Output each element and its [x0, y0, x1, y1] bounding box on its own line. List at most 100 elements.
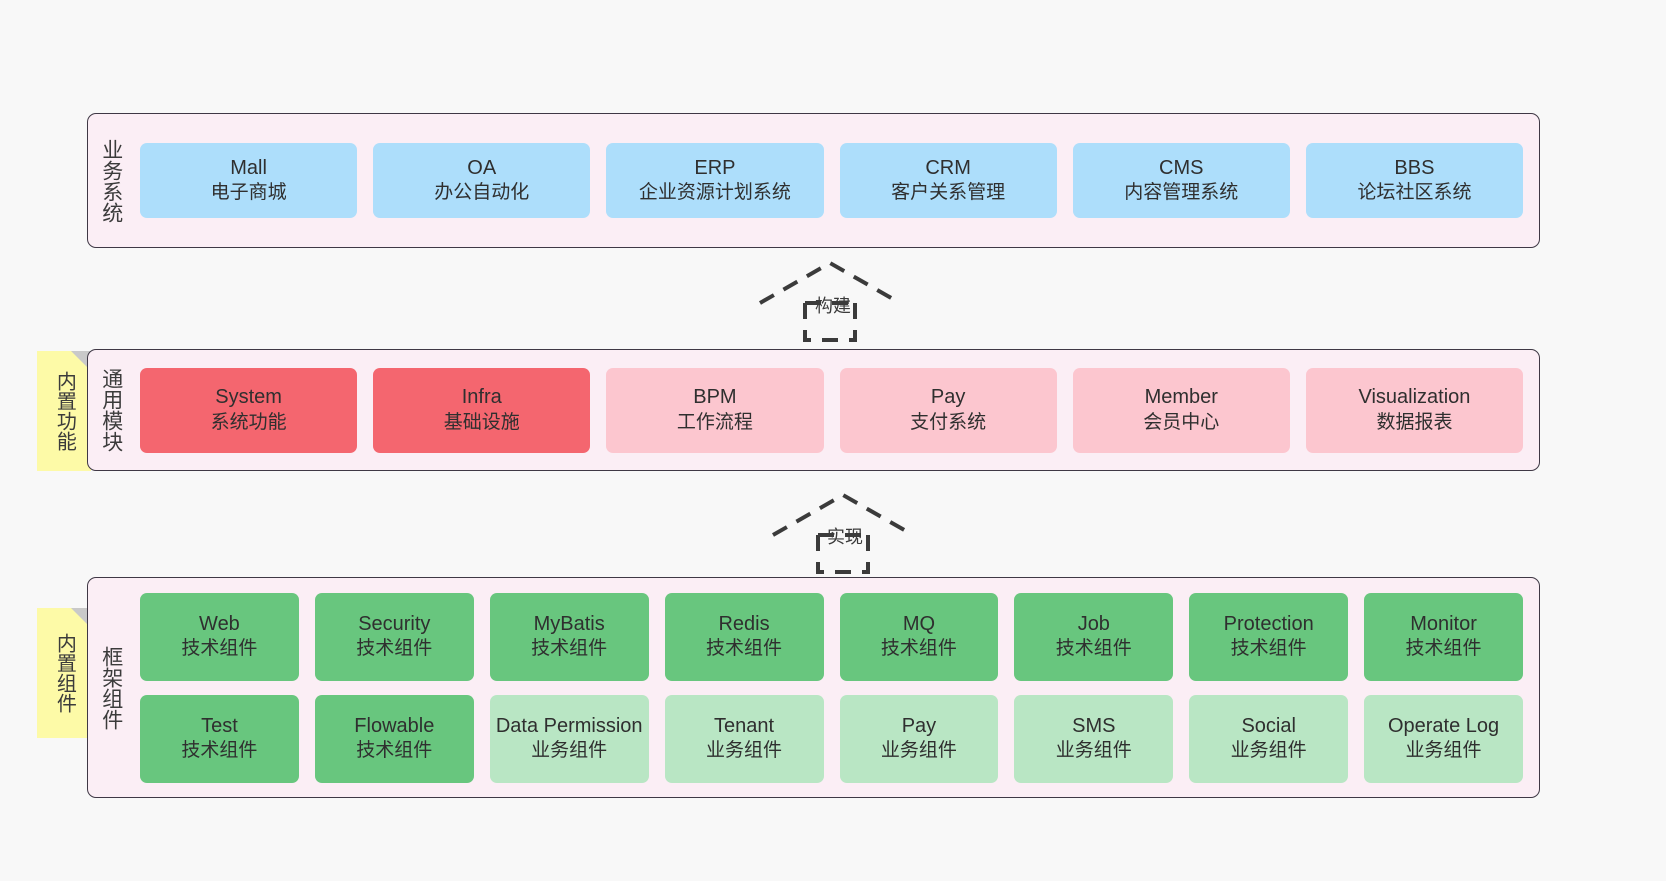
component-name: Redis: [718, 612, 770, 635]
component-subtitle: 业务组件: [1055, 740, 1132, 762]
component-card-redis[interactable]: Redis 技术组件: [664, 592, 824, 681]
component-name: MQ: [902, 612, 936, 635]
sticky-note-label: 内置组件: [53, 633, 76, 713]
component-subtitle: 业务组件: [531, 740, 608, 762]
component-card-security[interactable]: Security 技术组件: [314, 592, 474, 681]
component-card-sms[interactable]: SMS 业务组件: [1014, 694, 1174, 783]
module-name: Infra: [461, 386, 502, 409]
module-card-system[interactable]: System 系统功能: [140, 367, 358, 453]
component-name: Pay: [901, 714, 937, 737]
component-subtitle: 技术组件: [356, 740, 433, 762]
component-subtitle: 技术组件: [1055, 638, 1132, 660]
module-card-visualization[interactable]: Visualization 数据报表: [1305, 367, 1524, 453]
module-name: BPM: [693, 386, 737, 409]
layer-framework-components: 框架组件 Web 技术组件 Security 技术组件 MyBatis 技术组件…: [87, 577, 1540, 798]
component-name: Monitor: [1410, 612, 1477, 635]
component-card-protection[interactable]: Protection 技术组件: [1189, 592, 1349, 681]
component-name: Security: [358, 612, 431, 635]
module-name: Member: [1144, 386, 1218, 409]
component-card-monitor[interactable]: Monitor 技术组件: [1364, 592, 1523, 681]
module-card-infra[interactable]: Infra 基础设施: [373, 367, 591, 453]
component-card-operate-log[interactable]: Operate Log 业务组件: [1364, 694, 1523, 783]
generalization-arrow-build: [755, 258, 905, 344]
component-subtitle: 技术组件: [181, 740, 258, 762]
component-subtitle: 技术组件: [181, 638, 258, 660]
component-subtitle: 技术组件: [706, 638, 783, 660]
component-card-test[interactable]: Test 技术组件: [140, 694, 299, 783]
component-card-web[interactable]: Web 技术组件: [140, 592, 299, 681]
page-fold-icon: [71, 351, 91, 371]
component-subtitle: 业务组件: [1405, 740, 1482, 762]
connector-label-implement: 实现: [827, 527, 863, 547]
sticky-note-label: 内置功能: [53, 371, 76, 451]
component-subtitle: 业务组件: [1230, 740, 1307, 762]
module-subtitle: 企业资源计划系统: [638, 182, 791, 204]
component-name: Web: [199, 612, 240, 635]
component-card-social[interactable]: Social 业务组件: [1189, 694, 1349, 783]
module-subtitle: 基础设施: [443, 411, 520, 433]
component-name: Job: [1077, 612, 1110, 635]
module-subtitle: 内容管理系统: [1124, 182, 1239, 204]
component-subtitle: 业务组件: [706, 740, 783, 762]
module-name: BBS: [1394, 156, 1435, 179]
component-subtitle: 技术组件: [880, 638, 957, 660]
component-name: Data Permission: [495, 714, 643, 737]
component-name: Flowable: [354, 714, 435, 737]
module-card-member[interactable]: Member 会员中心: [1072, 367, 1290, 453]
module-name: Mall: [230, 156, 267, 179]
component-subtitle: 技术组件: [1405, 638, 1482, 660]
module-card-bbs[interactable]: BBS 论坛社区系统: [1305, 143, 1524, 218]
layer-title-business: 业务系统: [99, 138, 123, 223]
component-name: Operate Log: [1387, 714, 1500, 737]
component-subtitle: 业务组件: [880, 740, 957, 762]
module-card-pay[interactable]: Pay 支付系统: [839, 367, 1057, 453]
module-name: CRM: [925, 156, 971, 179]
module-name: ERP: [694, 156, 736, 179]
module-name: Pay: [930, 386, 966, 409]
layer-business-systems: 业务系统 Mall 电子商城 OA 办公自动化 ERP 企业资源计划系统 CRM…: [87, 113, 1540, 248]
module-subtitle: 数据报表: [1376, 411, 1453, 433]
module-subtitle: 客户关系管理: [891, 182, 1006, 204]
layer-title-common: 通用模块: [99, 368, 123, 452]
component-name: Social: [1241, 714, 1296, 737]
module-name: CMS: [1159, 156, 1204, 179]
module-name: OA: [467, 156, 497, 179]
module-name: System: [215, 386, 282, 409]
component-card-pay[interactable]: Pay 业务组件: [839, 694, 999, 783]
component-card-mq[interactable]: MQ 技术组件: [839, 592, 999, 681]
card-row: Test 技术组件 Flowable 技术组件 Data Permission …: [140, 694, 1523, 783]
card-row: Mall 电子商城 OA 办公自动化 ERP 企业资源计划系统 CRM 客户关系…: [140, 143, 1524, 218]
module-card-erp[interactable]: ERP 企业资源计划系统: [606, 143, 824, 218]
component-card-job[interactable]: Job 技术组件: [1014, 592, 1174, 681]
module-subtitle: 会员中心: [1143, 411, 1220, 433]
layer-body-business: Mall 电子商城 OA 办公自动化 ERP 企业资源计划系统 CRM 客户关系…: [134, 114, 1539, 247]
module-card-bpm[interactable]: BPM 工作流程: [606, 367, 824, 453]
connector-label-build: 构建: [815, 296, 851, 316]
sticky-note-builtin-component: 内置组件: [37, 608, 91, 738]
module-subtitle: 系统功能: [210, 411, 287, 433]
component-subtitle: 技术组件: [1230, 638, 1307, 660]
layer-common-modules: 通用模块 System 系统功能 Infra 基础设施 BPM 工作流程 Pay…: [87, 349, 1540, 471]
module-subtitle: 电子商城: [210, 182, 287, 204]
component-name: Protection: [1223, 612, 1314, 635]
component-card-mybatis[interactable]: MyBatis 技术组件: [489, 592, 649, 681]
layer-title-framework: 框架组件: [99, 645, 123, 730]
component-card-data-permission[interactable]: Data Permission 业务组件: [489, 694, 649, 783]
layer-body-framework: Web 技术组件 Security 技术组件 MyBatis 技术组件 Redi…: [134, 578, 1539, 797]
module-name: Visualization: [1358, 386, 1471, 409]
module-card-oa[interactable]: OA 办公自动化: [373, 143, 591, 218]
card-row: Web 技术组件 Security 技术组件 MyBatis 技术组件 Redi…: [140, 592, 1523, 681]
module-subtitle: 工作流程: [676, 411, 753, 433]
module-card-crm[interactable]: CRM 客户关系管理: [839, 143, 1057, 218]
module-card-cms[interactable]: CMS 内容管理系统: [1072, 143, 1290, 218]
sticky-note-builtin-function: 内置功能: [37, 351, 91, 471]
component-name: Test: [201, 714, 238, 737]
card-row: System 系统功能 Infra 基础设施 BPM 工作流程 Pay 支付系统…: [140, 367, 1524, 453]
component-card-flowable[interactable]: Flowable 技术组件: [314, 694, 474, 783]
page-fold-icon: [71, 608, 91, 628]
component-subtitle: 技术组件: [356, 638, 433, 660]
module-card-mall[interactable]: Mall 电子商城: [140, 143, 358, 218]
component-card-tenant[interactable]: Tenant 业务组件: [664, 694, 824, 783]
generalization-arrow-implement: [768, 490, 918, 576]
